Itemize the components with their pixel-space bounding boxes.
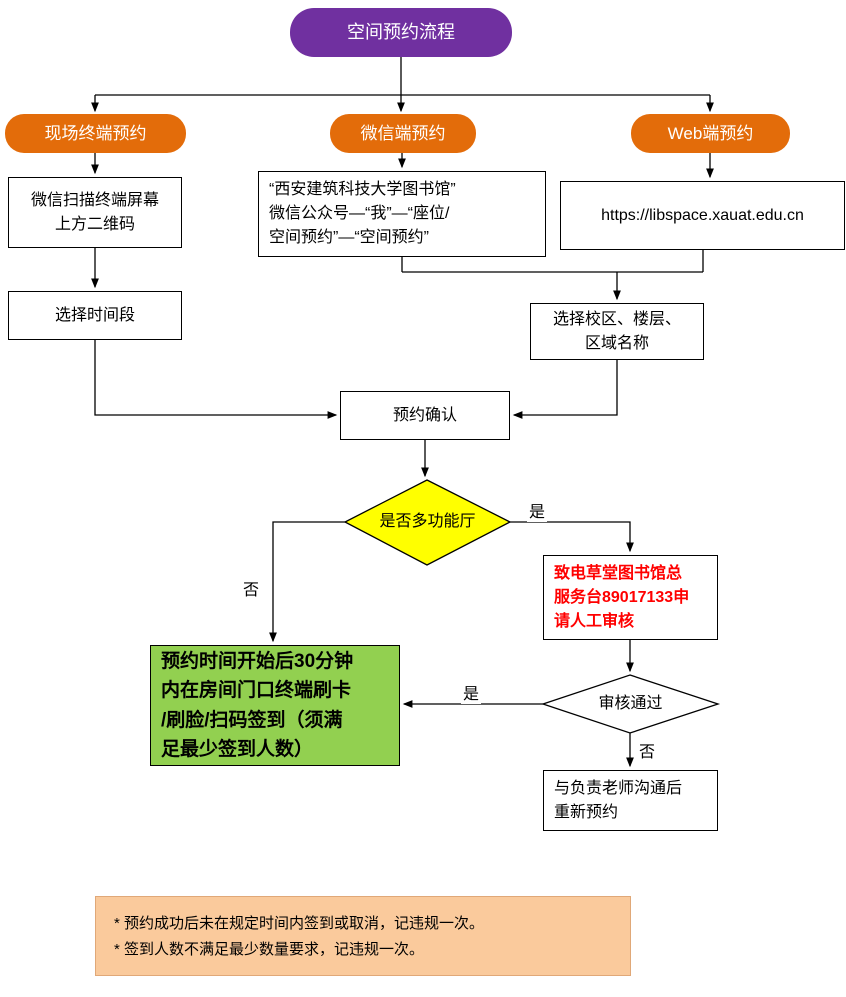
edge-label-review-yes: 是 bbox=[461, 680, 482, 704]
select-area-step: 选择校区、楼层、 区域名称 bbox=[530, 303, 704, 360]
edge-label-review-no: 否 bbox=[637, 738, 658, 762]
wechat-entry-step: “西安建筑科技大学图书馆” 微信公众号—“我”—“座位/ 空间预约”—“空间预约… bbox=[258, 171, 546, 257]
notes-box: * 预约成功后未在规定时间内签到或取消，记违规一次。 * 签到人数不满足最少数量… bbox=[95, 896, 631, 976]
web-url-step: https://libspace.xauat.edu.cn bbox=[560, 181, 845, 250]
confirm-step: 预约确认 bbox=[340, 391, 510, 440]
checkin-step: 预约时间开始后30分钟 内在房间门口终端刷卡 /刷脸/扫码签到（须满 足最少签到… bbox=[150, 645, 400, 766]
note-line: * 预约成功后未在规定时间内签到或取消，记违规一次。 bbox=[114, 915, 485, 932]
hall-decision: 是否多功能厅 bbox=[379, 513, 476, 530]
start-node: 空间预约流程 bbox=[290, 8, 512, 57]
onsite-scan-step: 微信扫描终端屏幕 上方二维码 bbox=[8, 177, 182, 248]
rebook-step: 与负责老师沟通后 重新预约 bbox=[543, 770, 718, 831]
branch-wechat: 微信端预约 bbox=[330, 114, 476, 153]
branch-onsite: 现场终端预约 bbox=[5, 114, 186, 153]
review-decision: 审核通过 bbox=[598, 695, 663, 712]
edge-label-hall-yes: 是 bbox=[527, 498, 548, 522]
hall-decision-shape bbox=[343, 479, 512, 566]
note-line: * 签到人数不满足最少数量要求，记违规一次。 bbox=[114, 941, 425, 959]
edge-label-hall-no: 否 bbox=[241, 576, 262, 600]
manual-review-step: 致电草堂图书馆总 服务台89017133申 请人工审核 bbox=[543, 555, 718, 640]
branch-web: Web端预约 bbox=[631, 114, 790, 153]
select-time-step: 选择时间段 bbox=[8, 291, 182, 340]
